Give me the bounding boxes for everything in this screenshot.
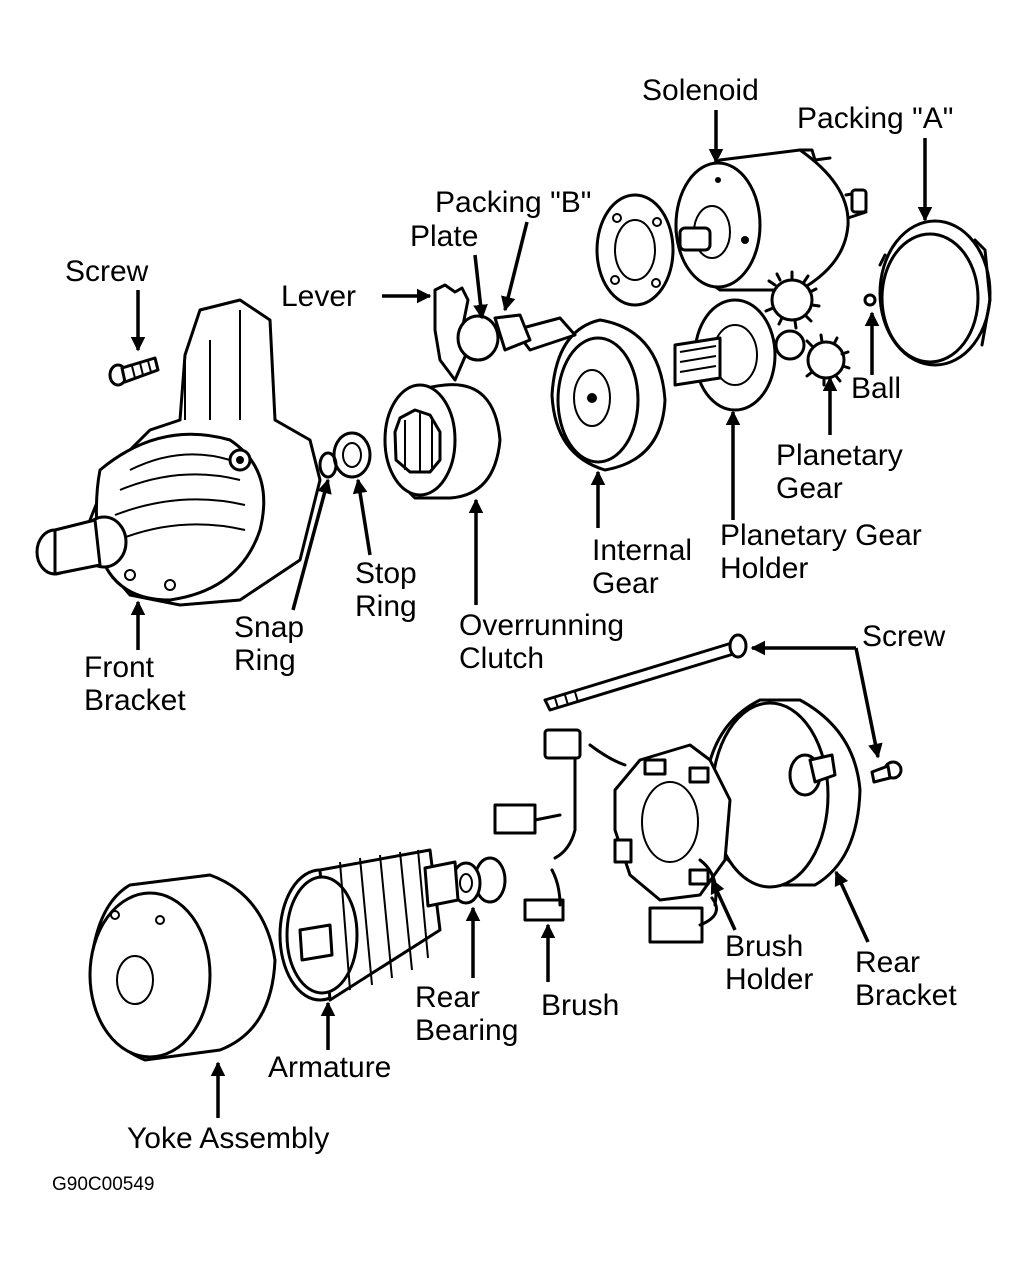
label-rear-bracket-1: Rear — [855, 946, 920, 979]
label-planetary-gear-holder-1: Planetary Gear — [720, 519, 922, 552]
planetary-gear-part — [764, 270, 851, 387]
solenoid-part — [674, 148, 868, 292]
label-brush: Brush — [541, 989, 619, 1022]
front-bracket-part — [35, 298, 322, 607]
label-screw-top: Screw — [65, 255, 149, 288]
label-overrunning-clutch-2: Clutch — [459, 642, 544, 675]
label-overrunning-clutch-1: Overrunning — [459, 609, 624, 642]
label-stop-ring-2: Ring — [355, 590, 417, 623]
packing-a-part — [878, 219, 992, 367]
label-snap-ring-1: Snap — [234, 611, 304, 644]
label-packing-b: Packing "B" — [435, 186, 591, 219]
label-planetary-gear-holder-2: Holder — [720, 552, 808, 585]
ball-part — [863, 293, 877, 307]
yoke-assembly-part — [88, 873, 277, 1062]
rear-bracket-part — [703, 698, 862, 889]
label-screw-bottom: Screw — [862, 620, 946, 653]
label-brush-holder-1: Brush — [725, 930, 803, 963]
label-internal-gear-1: Internal — [592, 534, 692, 567]
label-rear-bearing-2: Bearing — [415, 1014, 518, 1047]
rear-bearing-part — [450, 856, 507, 905]
label-plate: Plate — [410, 220, 478, 253]
figure-code: G90C00549 — [52, 1174, 154, 1195]
stop-ring-part — [332, 431, 372, 479]
screw-top-part — [108, 356, 160, 387]
planetary-gear-holder-part — [673, 298, 777, 412]
snap-ring-part — [318, 451, 338, 479]
label-front-bracket-1: Front — [84, 651, 155, 684]
plate-arrow — [473, 254, 488, 320]
brush-holder-arrow — [710, 878, 737, 931]
brush-part — [493, 728, 627, 922]
label-stop-ring-1: Stop — [355, 557, 417, 590]
label-brush-holder-2: Holder — [725, 963, 813, 996]
stop-ring-arrow — [352, 478, 372, 556]
label-yoke-assembly: Yoke Assembly — [127, 1122, 329, 1155]
label-rear-bracket-2: Bracket — [855, 979, 957, 1012]
rear-bracket-arrow — [834, 870, 870, 943]
label-planetary-gear-2: Gear — [776, 472, 843, 505]
label-internal-gear-2: Gear — [592, 567, 659, 600]
label-solenoid: Solenoid — [642, 74, 759, 107]
label-armature: Armature — [268, 1051, 391, 1084]
overrunning-clutch-part — [383, 283, 532, 500]
brush-holder-part — [613, 743, 732, 944]
label-lever: Lever — [281, 280, 356, 313]
armature-part — [278, 848, 460, 1002]
packing-b-part — [595, 193, 675, 307]
screw-bottom-arrow-2 — [854, 647, 883, 759]
label-packing-a: Packing "A" — [797, 102, 953, 135]
label-snap-ring-2: Ring — [234, 644, 296, 677]
label-front-bracket-2: Bracket — [84, 684, 186, 717]
packing-b-arrow — [501, 221, 529, 312]
internal-gear-part — [513, 316, 667, 472]
label-rear-bearing-1: Rear — [415, 981, 480, 1014]
through-bolt-part — [543, 633, 748, 712]
label-planetary-gear-1: Planetary — [776, 439, 903, 472]
snap-ring-arrow — [291, 478, 332, 611]
label-ball: Ball — [851, 372, 901, 405]
screw-bottom-part — [870, 760, 903, 784]
